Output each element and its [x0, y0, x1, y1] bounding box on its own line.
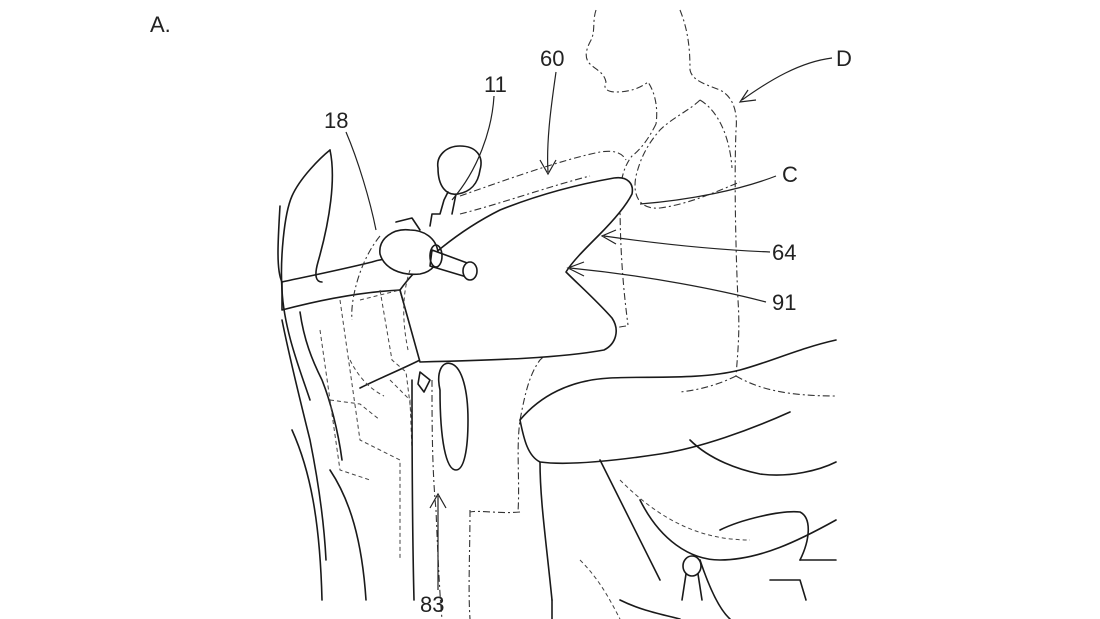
callout-11: 11	[484, 72, 507, 97]
callout-leaders	[345, 57, 833, 591]
internal-components	[319, 235, 413, 560]
callout-18: 18	[324, 108, 348, 133]
seat-body	[519, 339, 837, 619]
knee-airbag	[411, 362, 469, 601]
front-cowl	[277, 149, 421, 601]
callout-D: D	[836, 46, 852, 71]
handlebar-mirror	[379, 145, 482, 281]
figure-label: A.	[150, 12, 171, 37]
airbag	[399, 176, 634, 363]
callout-64: 64	[772, 240, 796, 265]
callout-C: C	[782, 162, 798, 187]
callout-60: 60	[540, 46, 564, 71]
callout-91: 91	[772, 290, 796, 315]
callout-labels: 11 18 60 83 D C 64 91	[324, 46, 852, 617]
callout-83: 83	[420, 592, 444, 617]
